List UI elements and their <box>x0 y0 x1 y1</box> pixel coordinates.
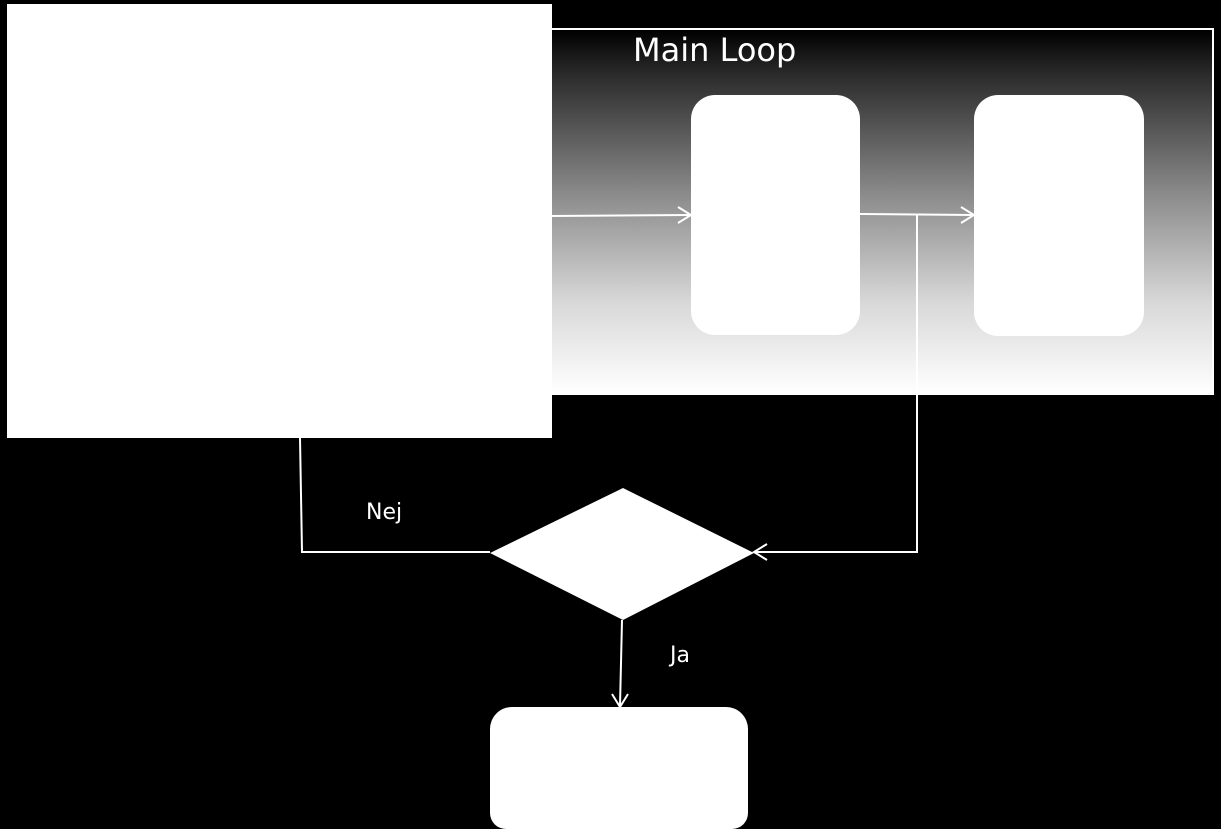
arrowhead-step2 <box>960 206 976 224</box>
main-loop-title: Main Loop <box>633 31 797 69</box>
end-process-box <box>490 707 748 829</box>
arrow-step1-to-step2 <box>859 213 974 216</box>
connector-to-decision <box>755 215 918 553</box>
decision-diamond <box>490 488 754 620</box>
connector-yes-branch <box>619 619 623 707</box>
arrowhead-step1 <box>677 206 693 224</box>
connector-no-branch <box>299 437 490 553</box>
arrow-start-to-step1 <box>551 214 691 217</box>
edge-label-yes: Ja <box>670 643 690 668</box>
loop-step-box-2 <box>974 95 1144 336</box>
start-process-box <box>7 4 552 438</box>
loop-step-box-1 <box>691 95 860 335</box>
arrowhead-decision <box>752 543 768 561</box>
edge-label-no: Nej <box>366 500 403 525</box>
